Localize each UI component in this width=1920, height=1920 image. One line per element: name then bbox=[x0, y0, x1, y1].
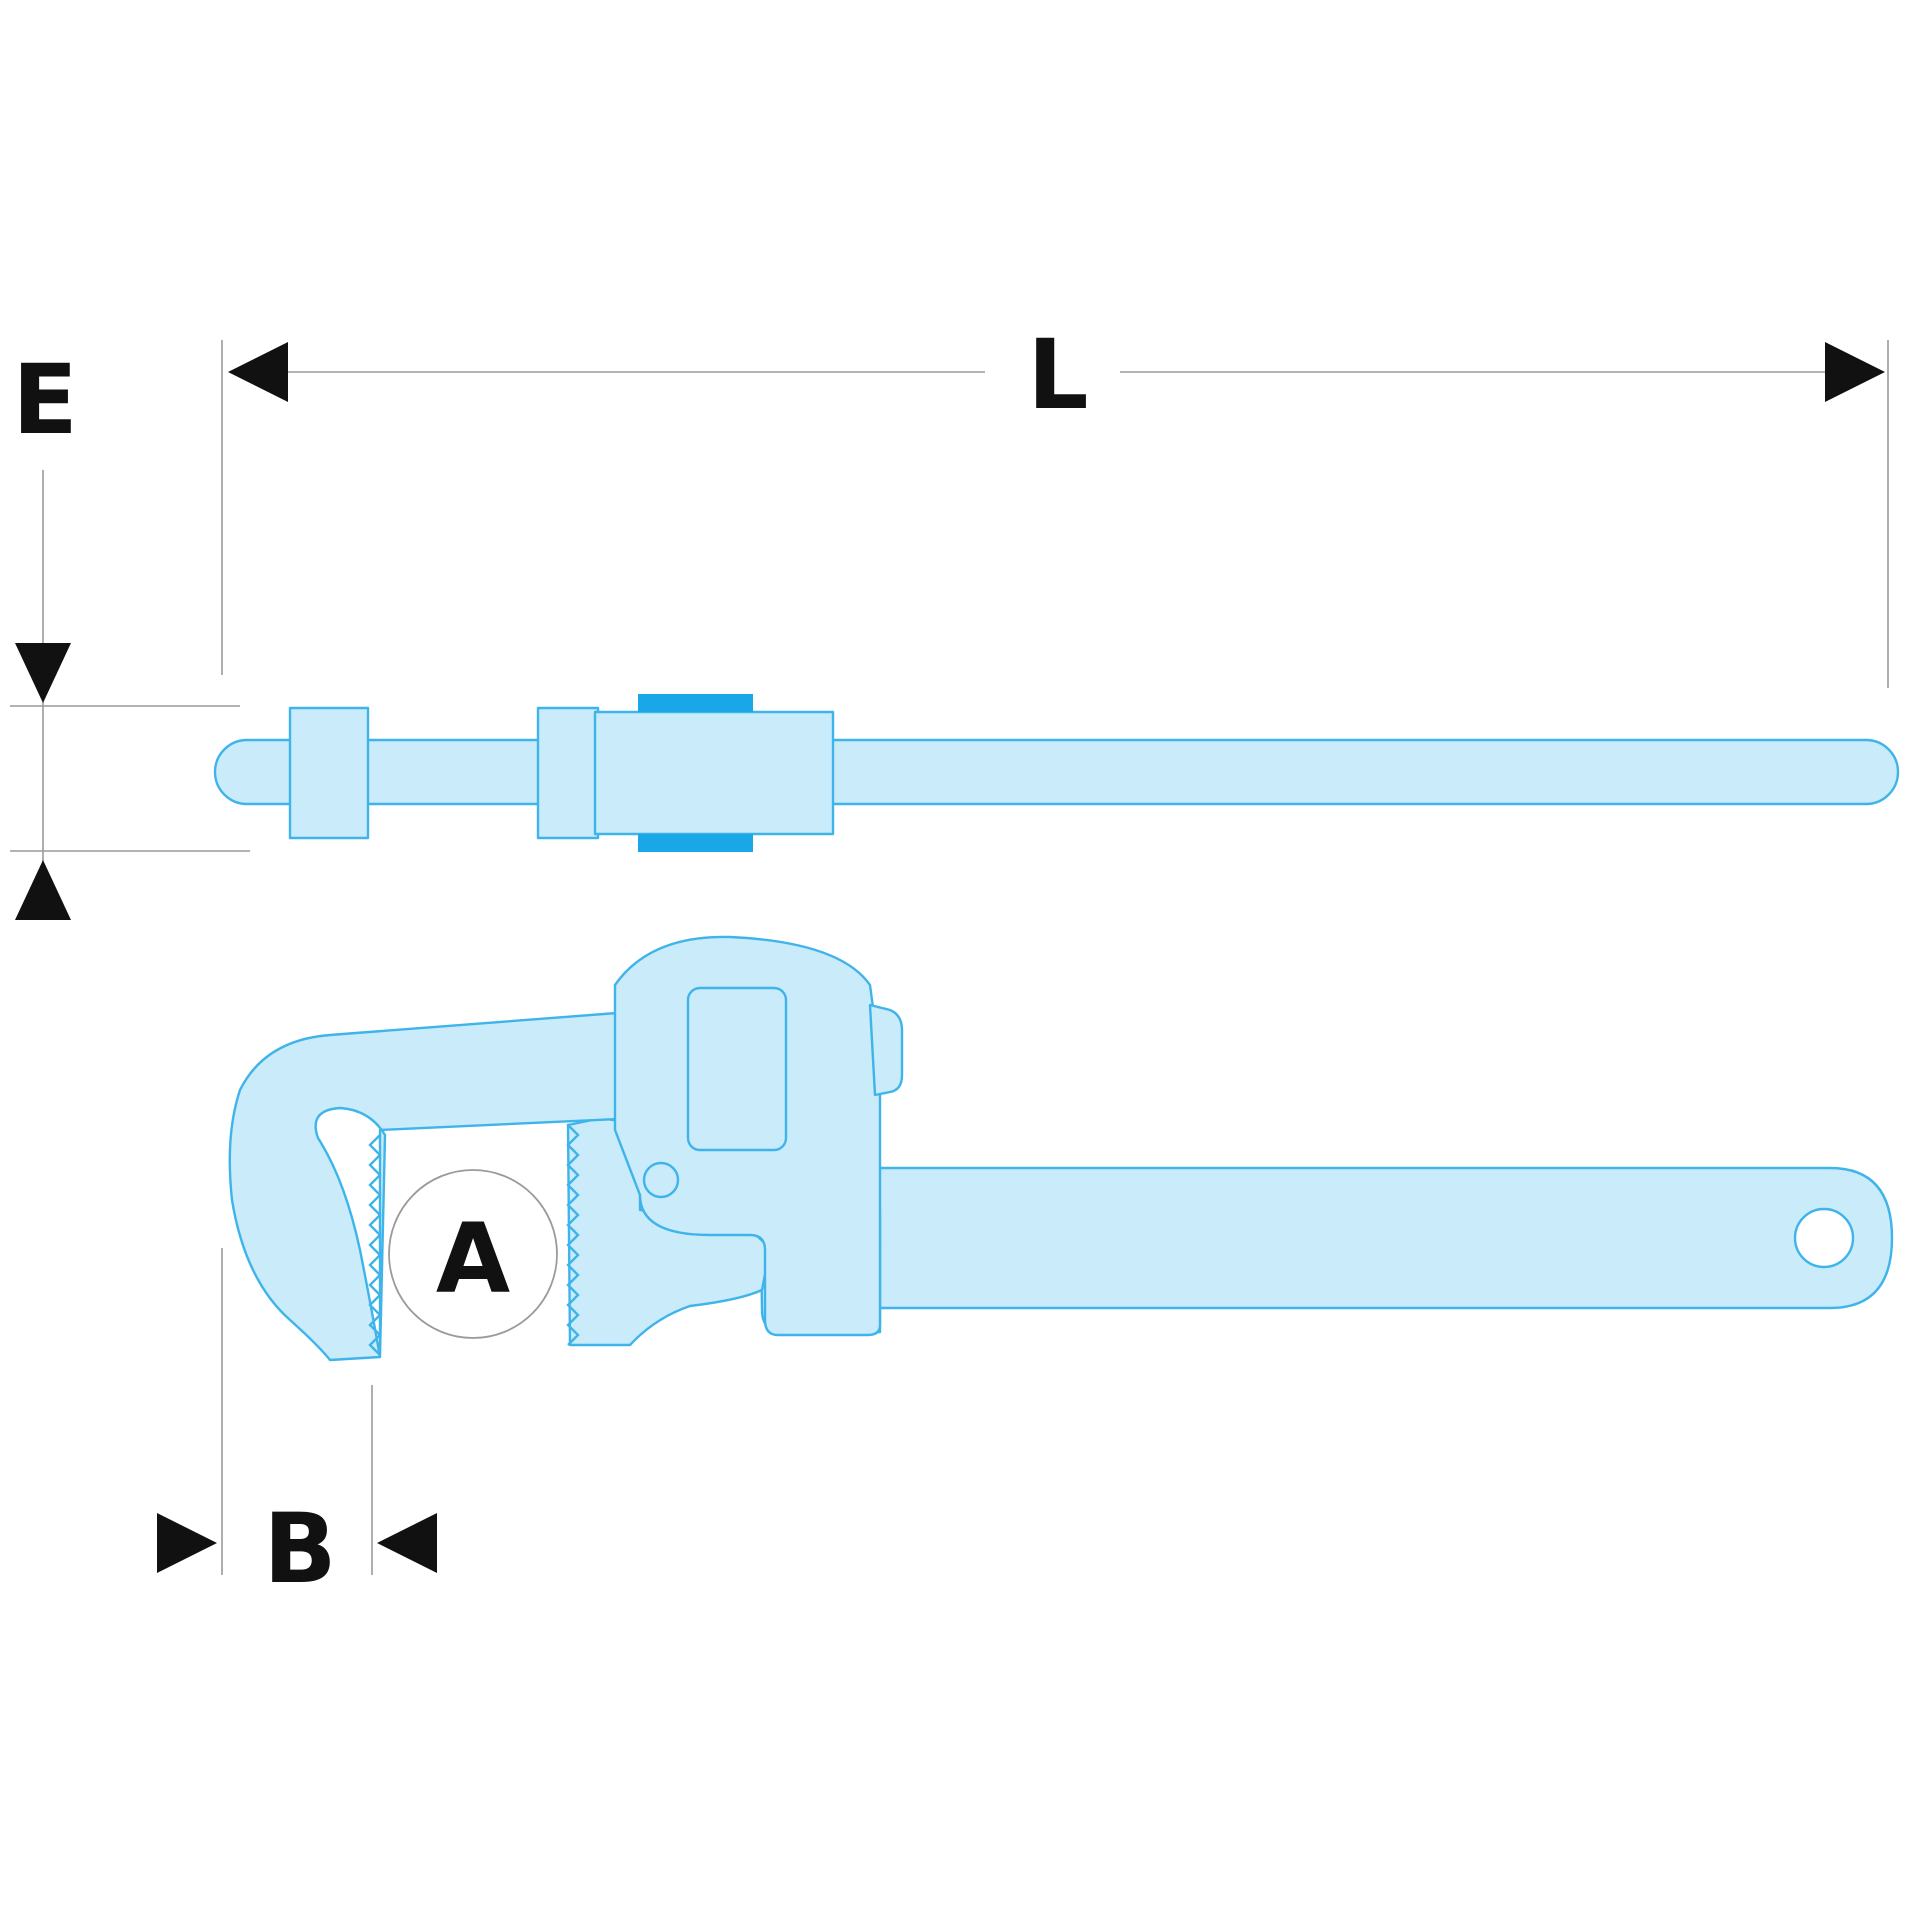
top-view-nut-accent-bottom bbox=[638, 834, 753, 852]
side-view-hook-jaw bbox=[228, 1010, 642, 1362]
dimension-thickness: E bbox=[10, 344, 250, 920]
dimension-length: L bbox=[221, 319, 1889, 688]
side-view-handle bbox=[868, 1166, 1894, 1310]
top-view-handle bbox=[213, 738, 1900, 806]
side-view-frame-window bbox=[686, 986, 788, 1152]
side-view-teeth-left bbox=[368, 1134, 382, 1356]
dimension-capacity: A bbox=[388, 1169, 558, 1339]
top-view-adjuster-block bbox=[536, 706, 600, 840]
jaw-width-arrow-left bbox=[157, 1513, 217, 1573]
side-view-nut-bump bbox=[868, 1003, 904, 1097]
thickness-arrow-bottom bbox=[15, 860, 71, 920]
side-view-pivot-pin bbox=[642, 1161, 680, 1199]
thickness-label: E bbox=[12, 344, 78, 456]
length-label: L bbox=[1027, 319, 1088, 431]
top-view bbox=[213, 694, 1900, 852]
thickness-arrow-top bbox=[15, 643, 71, 703]
jaw-width-label: B bbox=[263, 1493, 336, 1605]
side-view bbox=[228, 935, 1894, 1362]
length-arrow-right bbox=[1825, 342, 1885, 402]
side-view-teeth-right bbox=[566, 1124, 580, 1346]
top-view-frame bbox=[593, 710, 835, 836]
top-view-nut-accent-top bbox=[638, 694, 753, 712]
capacity-circle bbox=[388, 1169, 558, 1339]
capacity-label: A bbox=[436, 1203, 510, 1315]
jaw-width-arrow-right bbox=[377, 1513, 437, 1573]
dimension-jaw-width: B bbox=[157, 1248, 437, 1605]
top-view-hook-block bbox=[288, 706, 370, 840]
length-arrow-left bbox=[228, 342, 288, 402]
side-view-hang-hole bbox=[1793, 1207, 1855, 1269]
